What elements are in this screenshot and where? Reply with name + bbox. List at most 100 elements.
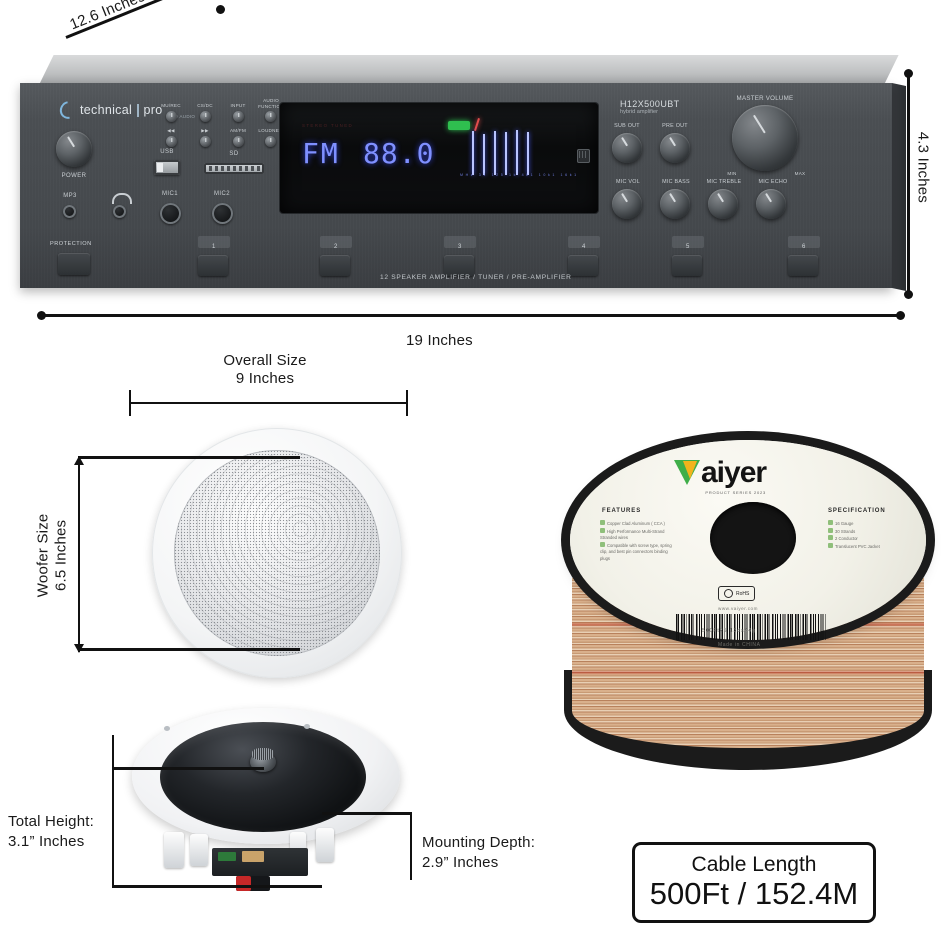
specification-heading: SPECIFICATION bbox=[828, 508, 886, 514]
width-dimension: 19 Inches bbox=[36, 308, 916, 358]
vaiyer-v-mark-icon bbox=[674, 460, 700, 486]
amplifier-footer-text: 12 SPEAKER AMPLIFIER / TUNER / PRE-AMPLI… bbox=[380, 274, 572, 281]
sub-out-knob[interactable] bbox=[612, 133, 642, 163]
mic-vol-knob[interactable] bbox=[612, 189, 642, 219]
spec-item: 30 Strands bbox=[828, 527, 904, 536]
spectrum-bar bbox=[516, 130, 518, 175]
pre-out-label: PRE OUT bbox=[662, 123, 688, 129]
mini-knob-cs-dc[interactable] bbox=[200, 111, 211, 122]
total-height-dimension: Total Height: 3.1” Inches bbox=[4, 735, 322, 920]
sd-card-slot[interactable] bbox=[204, 163, 264, 174]
technical-pro-logo: technical pro PRO AUDIO bbox=[56, 97, 195, 123]
mic1-jack[interactable] bbox=[160, 203, 181, 224]
cable-spool-image: aiyer PRODUCT SERIES 2023 FEATURES Coppe… bbox=[558, 430, 948, 790]
display-band-text: FM bbox=[302, 137, 340, 170]
amplifier-product-image: technical pro PRO AUDIO POWER MU/REC CS/… bbox=[20, 55, 906, 305]
sub-out-label: SUB OUT bbox=[614, 123, 640, 129]
button-label-loudness: LOUDNESS bbox=[258, 128, 286, 133]
master-volume-knob[interactable] bbox=[732, 105, 798, 171]
woofer-size-line bbox=[78, 456, 80, 652]
features-list: Copper Clad Aluminum ( CCA ) High Perfor… bbox=[600, 520, 676, 562]
preset-button-1[interactable] bbox=[198, 255, 228, 276]
overall-size-tick-right bbox=[406, 390, 408, 416]
speaker-screw-left bbox=[164, 726, 170, 731]
specification-list: 16 Gauge 30 Strands 2 Conductor Transluc… bbox=[828, 520, 904, 550]
mic-vol-label: MIC VOL bbox=[616, 179, 640, 185]
mini-knob-prev[interactable] bbox=[166, 136, 177, 147]
button-label-cs-dc: CS/DC bbox=[197, 103, 213, 108]
preset-number-1: 1 bbox=[212, 244, 216, 250]
mini-knob-am-fm[interactable] bbox=[233, 136, 244, 147]
logo-text-pro: pro bbox=[143, 103, 163, 117]
power-knob[interactable] bbox=[56, 131, 92, 167]
cable-length-title: Cable Length bbox=[691, 853, 817, 876]
preset-tab-3 bbox=[444, 236, 476, 248]
mounting-clamp-left bbox=[164, 832, 184, 868]
overall-size-label: Overall Size bbox=[223, 352, 307, 369]
preset-button-3[interactable] bbox=[444, 255, 474, 276]
display-status-chip bbox=[448, 121, 470, 130]
amplifier-display-screen: STEREO TUNED FM 88.0 MHz 31 125 1k 4k1 1… bbox=[280, 103, 598, 213]
mic-treble-label: MIC TREBLE bbox=[706, 179, 742, 185]
spectrum-bar bbox=[527, 132, 529, 175]
master-volume-min-label: MIN bbox=[727, 171, 737, 176]
spool-barcode bbox=[676, 614, 826, 640]
mini-knob-mu-rec[interactable] bbox=[166, 111, 177, 122]
mounting-depth-value: 2.9” Inches bbox=[422, 854, 499, 871]
bullet-icon bbox=[828, 520, 833, 525]
usb-port[interactable] bbox=[154, 160, 180, 175]
logo-swoosh-icon bbox=[56, 97, 81, 123]
protection-label: PROTECTION bbox=[50, 241, 92, 247]
mini-knob-loudness[interactable] bbox=[265, 136, 276, 147]
preset-tab-6 bbox=[788, 236, 820, 248]
mic-bass-knob[interactable] bbox=[660, 189, 690, 219]
mic-treble-knob[interactable] bbox=[708, 189, 738, 219]
mini-knob-next[interactable] bbox=[200, 136, 211, 147]
spectrum-bar bbox=[483, 134, 485, 175]
height-dimension-bottom-dot bbox=[904, 290, 913, 299]
mini-knob-input[interactable] bbox=[233, 111, 244, 122]
display-dim-indicators: STEREO TUNED bbox=[302, 123, 354, 128]
woofer-size-arrow-bottom bbox=[74, 644, 84, 653]
spool-made-in-text: Made in CHINA bbox=[718, 642, 761, 648]
rohs-text: RoHS bbox=[736, 590, 750, 597]
spec-item: 16 Gauge bbox=[828, 520, 904, 528]
amplifier-front-panel: technical pro PRO AUDIO POWER MU/REC CS/… bbox=[20, 83, 892, 288]
mic2-jack[interactable] bbox=[212, 203, 233, 224]
mp3-jack[interactable] bbox=[63, 205, 76, 218]
preset-tab-2 bbox=[320, 236, 352, 248]
feature-item: Compatible with screw type, spring clip,… bbox=[600, 541, 672, 561]
preset-button-6[interactable] bbox=[788, 255, 818, 276]
headphone-jack[interactable] bbox=[113, 205, 126, 218]
preset-button-2[interactable] bbox=[320, 255, 350, 276]
button-label-next: ▶▶ bbox=[201, 128, 209, 133]
display-eq-tick-labels: MHz 31 125 1k 4k1 10k1 16k1 bbox=[460, 173, 579, 177]
mini-knob-audio-function[interactable] bbox=[265, 111, 276, 122]
preset-button-4[interactable] bbox=[568, 255, 598, 276]
depth-dimension-end-dot bbox=[216, 5, 225, 14]
total-height-value: 3.1” Inches bbox=[8, 833, 85, 850]
sd-label: SD bbox=[229, 151, 239, 157]
button-label-mu-rec: MU/REC bbox=[161, 103, 181, 108]
bullet-icon bbox=[600, 527, 605, 533]
mounting-depth-dimension: Mounting Depth: 2.9” Inches bbox=[322, 812, 600, 910]
speaker-terminal-block bbox=[236, 876, 270, 891]
woofer-leader-bottom bbox=[80, 648, 300, 651]
button-label-input: INPUT bbox=[230, 103, 246, 108]
spool-top-flange-label: aiyer PRODUCT SERIES 2023 FEATURES Coppe… bbox=[570, 440, 926, 640]
display-card-icon bbox=[577, 149, 590, 163]
total-height-base-line bbox=[112, 885, 322, 888]
width-dimension-label: 19 Inches bbox=[406, 332, 473, 349]
mic-echo-knob[interactable] bbox=[756, 189, 786, 219]
overall-size-dimension: Overall Size 9 Inches bbox=[120, 352, 430, 416]
feature-item: High Performance Multi-Strand Stranded w… bbox=[600, 527, 665, 540]
mic-echo-label: MIC ECHO bbox=[758, 179, 788, 185]
preset-button-5[interactable] bbox=[672, 255, 702, 276]
height-dimension-label: 4.3 Inches bbox=[914, 131, 932, 203]
spectrum-bar bbox=[494, 131, 496, 175]
bullet-icon bbox=[600, 541, 605, 547]
pre-out-knob[interactable] bbox=[660, 133, 690, 163]
mp3-label: MP3 bbox=[63, 193, 77, 199]
preset-number-6: 6 bbox=[802, 244, 806, 250]
protection-button[interactable] bbox=[58, 253, 90, 275]
